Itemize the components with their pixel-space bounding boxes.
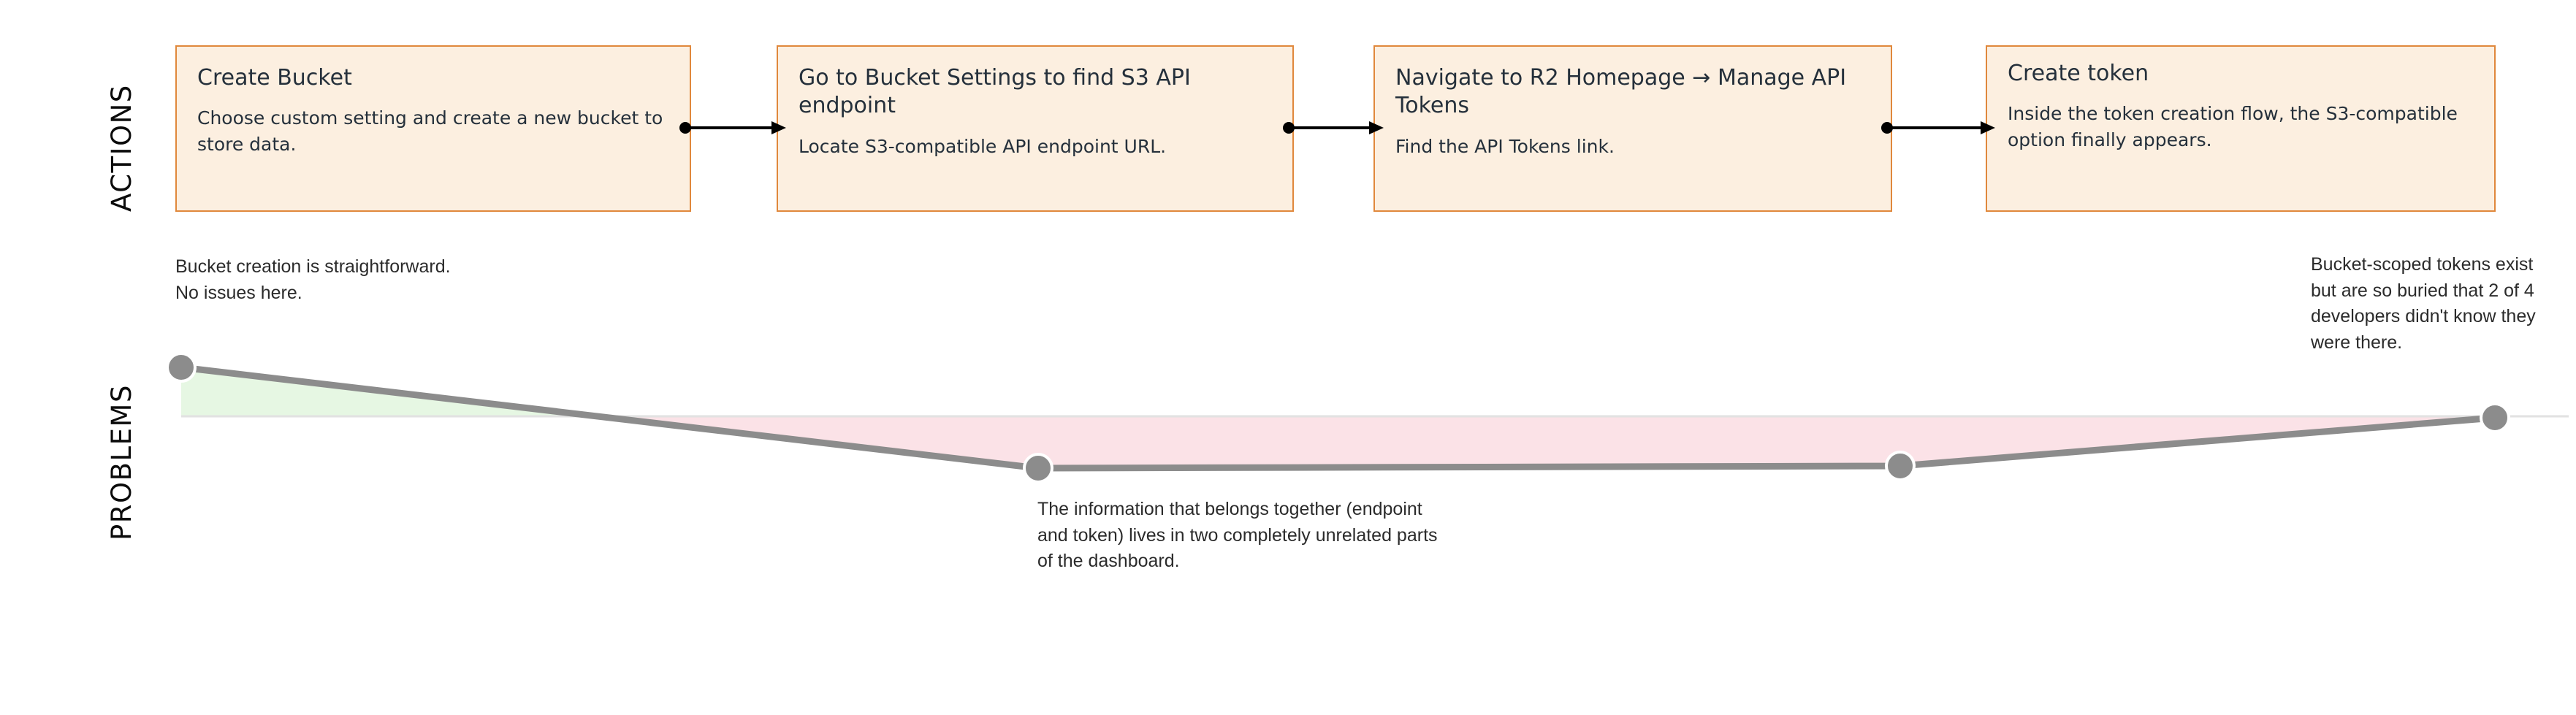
action-card-description: Find the API Tokens link. bbox=[1395, 135, 1615, 157]
chart-node-4[interactable] bbox=[2480, 402, 2510, 433]
action-card-title: Create Bucket bbox=[197, 65, 352, 91]
problem-annotation-3: Bucket-scoped tokens exist but are so bu… bbox=[2311, 254, 2536, 353]
action-card-description: Inside the token creation flow, the S3-c… bbox=[2008, 103, 2458, 150]
action-card-title: Go to Bucket Settings to find S3 API end… bbox=[799, 65, 1191, 119]
chart-area-negative bbox=[181, 416, 2495, 468]
action-card-3[interactable]: Navigate to R2 Homepage → Manage API Tok… bbox=[1373, 45, 1892, 212]
action-card-title: Navigate to R2 Homepage → Manage API Tok… bbox=[1395, 65, 1847, 119]
chart-area-positive bbox=[181, 367, 2495, 416]
chart-node-2[interactable] bbox=[1023, 453, 1053, 483]
action-card-4[interactable]: Create token Inside the token creation f… bbox=[1986, 45, 2496, 212]
action-card-description: Locate S3-compatible API endpoint URL. bbox=[799, 135, 1167, 157]
problem-annotation-2: The information that belongs together (e… bbox=[1037, 499, 1438, 571]
action-card-1[interactable]: Create Bucket Choose custom setting and … bbox=[175, 45, 691, 212]
action-card-2[interactable]: Go to Bucket Settings to find S3 API end… bbox=[777, 45, 1294, 212]
chart-node-3[interactable] bbox=[1885, 451, 1916, 481]
action-card-description: Choose custom setting and create a new b… bbox=[197, 107, 663, 155]
problem-annotation-1: Bucket creation is straightforward. No i… bbox=[175, 256, 451, 303]
action-card-title: Create token bbox=[2008, 61, 2149, 86]
chart-node-1[interactable] bbox=[166, 352, 197, 383]
chart-line bbox=[178, 364, 2499, 472]
